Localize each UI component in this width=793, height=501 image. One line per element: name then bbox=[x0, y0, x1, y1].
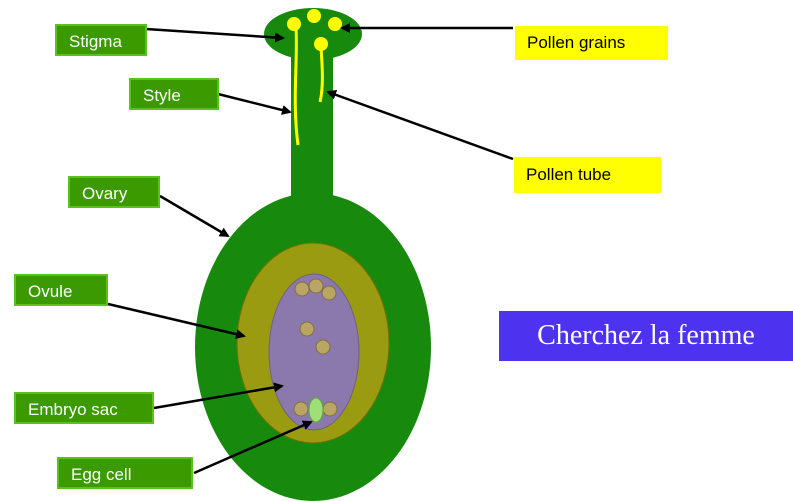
pollen-grain bbox=[328, 17, 342, 31]
style-arrow bbox=[218, 94, 290, 112]
stigma-arrow bbox=[146, 29, 283, 38]
ovary-arrow bbox=[160, 196, 228, 236]
style-label: Style bbox=[129, 78, 219, 110]
egg-cell-label: Egg cell bbox=[57, 457, 193, 489]
synergid-cell bbox=[294, 402, 308, 416]
egg-cell-shape bbox=[309, 398, 323, 422]
polar-nucleus bbox=[316, 340, 330, 354]
ovary-label: Ovary bbox=[68, 176, 160, 208]
synergid-cell bbox=[323, 402, 337, 416]
antipodal-cell bbox=[322, 286, 336, 300]
pollen-grain bbox=[287, 17, 301, 31]
antipodal-cell bbox=[309, 279, 323, 293]
pollen-grain bbox=[314, 37, 328, 51]
pollen-grain bbox=[307, 9, 321, 23]
pollen-tube-arrow bbox=[328, 92, 513, 159]
cherchez-la-femme-banner: Cherchez la femme bbox=[499, 311, 793, 361]
antipodal-cell bbox=[295, 282, 309, 296]
ovule-label: Ovule bbox=[14, 274, 108, 306]
polar-nucleus bbox=[300, 322, 314, 336]
pollen-tube-label: Pollen tube bbox=[514, 157, 661, 193]
stigma-label: Stigma bbox=[55, 24, 147, 56]
pollen-grains-label: Pollen grains bbox=[515, 26, 668, 60]
embryo-sac-label: Embryo sac bbox=[14, 392, 154, 424]
pistil bbox=[195, 8, 431, 501]
